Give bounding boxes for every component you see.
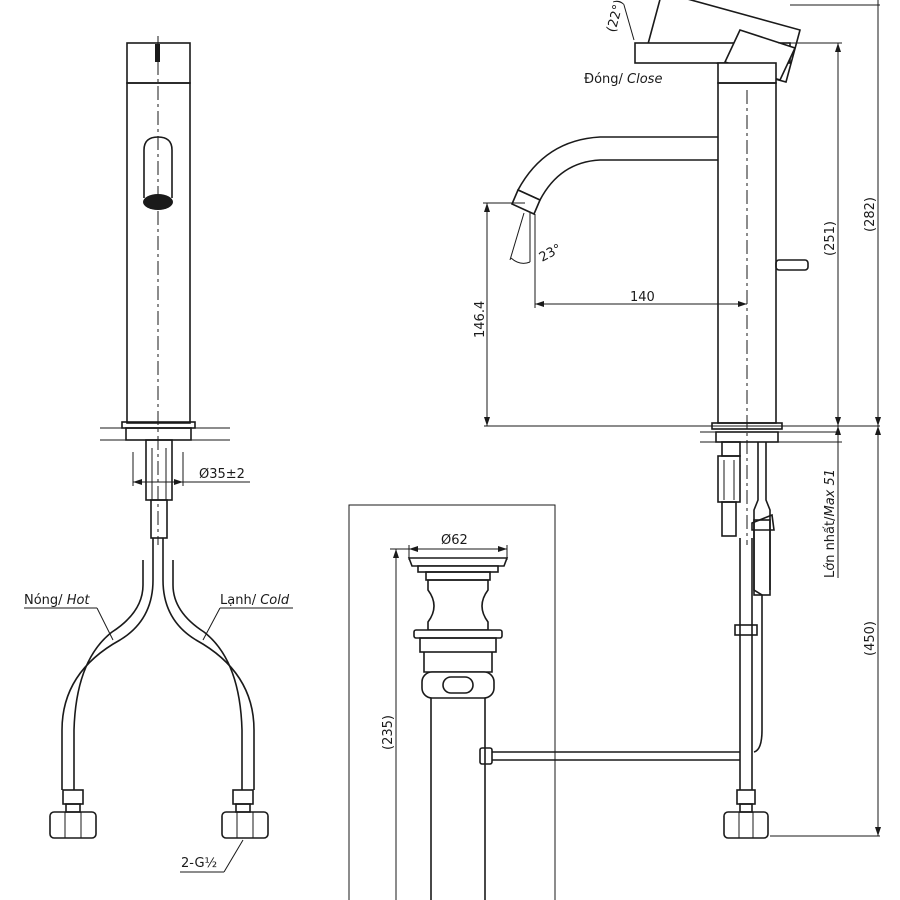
dim-total-height: (282) (863, 197, 878, 232)
spout (516, 136, 718, 202)
lever-handle (623, 0, 801, 84)
dim-spout-height: 146.4 (473, 301, 488, 338)
side-hex-nut (723, 811, 769, 839)
dim-drain-diameter: Ø62 (441, 533, 468, 548)
drain-detail: Ø62 (235) (348, 504, 740, 900)
aerator-icon (143, 194, 173, 210)
label-close: Đóng/ Close (584, 72, 662, 87)
drain-overflow-ring (421, 671, 495, 699)
dim-body-height: (251) (823, 221, 838, 256)
dim-angle-top: (22°) (604, 0, 627, 34)
side-view: (22°) Đóng/ Close 23° 140 146.4 (473, 0, 881, 839)
dim-spout-angle: 23° (537, 241, 564, 265)
dim-drain-length: (235) (381, 715, 396, 750)
popup-rod (775, 259, 809, 271)
cap-slot (155, 44, 160, 62)
supply-hoses (49, 538, 269, 839)
label-hot: Nóng/ Hot (24, 593, 90, 608)
front-view: Ø35±2 Nóng/ Hot Lạnh/ Cold (24, 36, 293, 873)
dim-hose-length: (450) (863, 621, 878, 656)
hot-hex-nut (49, 811, 97, 839)
side-counter-top (715, 431, 779, 443)
label-max-thickness: Lớn nhất/Max 51 (823, 469, 838, 578)
label-connection: 2-G½ (181, 856, 217, 871)
dim-hole-diameter: Ø35±2 (199, 467, 245, 482)
label-cold: Lạnh/ Cold (220, 593, 290, 608)
drain-cap (407, 557, 509, 567)
cold-hex-nut (221, 811, 269, 839)
dim-reach: 140 (630, 290, 655, 305)
